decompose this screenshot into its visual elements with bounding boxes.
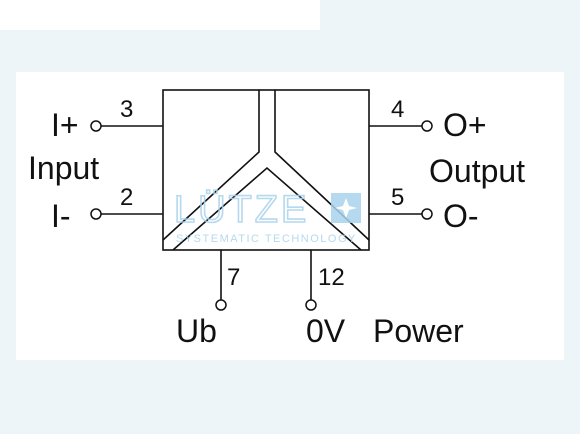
diagram-panel	[16, 72, 564, 360]
supply-pos-terminal	[215, 299, 227, 311]
input-neg-terminal	[90, 208, 102, 220]
watermark-brand: LÜTZE	[174, 189, 309, 231]
label-output-pos: O+	[443, 107, 487, 143]
pin-output-pos: 4	[391, 96, 404, 123]
pin-input-pos: 3	[120, 96, 133, 123]
header-strip	[0, 0, 320, 30]
input-pos-terminal	[90, 120, 102, 132]
pin-input-neg: 2	[120, 184, 133, 211]
output-pos-terminal	[421, 120, 433, 132]
watermark-tagline: SYSTEMATIC TECHNOLOGY	[176, 233, 357, 245]
label-supply-group: Power	[373, 313, 464, 349]
watermark-star-icon	[335, 198, 357, 218]
barrier-inner-line	[172, 166, 362, 251]
pin-output-neg: 5	[391, 184, 404, 211]
barrier-left-line	[162, 90, 260, 241]
pin-supply-pos: 7	[227, 264, 240, 291]
label-input-neg: I-	[51, 198, 71, 234]
label-input-group: Input	[28, 150, 99, 186]
label-output-group: Output	[429, 153, 525, 189]
label-output-neg: O-	[443, 198, 479, 234]
label-supply-zero: 0V	[306, 313, 346, 349]
pin-supply-zero: 12	[318, 264, 345, 291]
supply-zero-terminal	[305, 299, 317, 311]
label-input-pos: I+	[51, 107, 79, 143]
output-neg-terminal	[421, 208, 433, 220]
label-supply-pos: Ub	[176, 313, 217, 349]
isolator-block	[162, 89, 370, 251]
